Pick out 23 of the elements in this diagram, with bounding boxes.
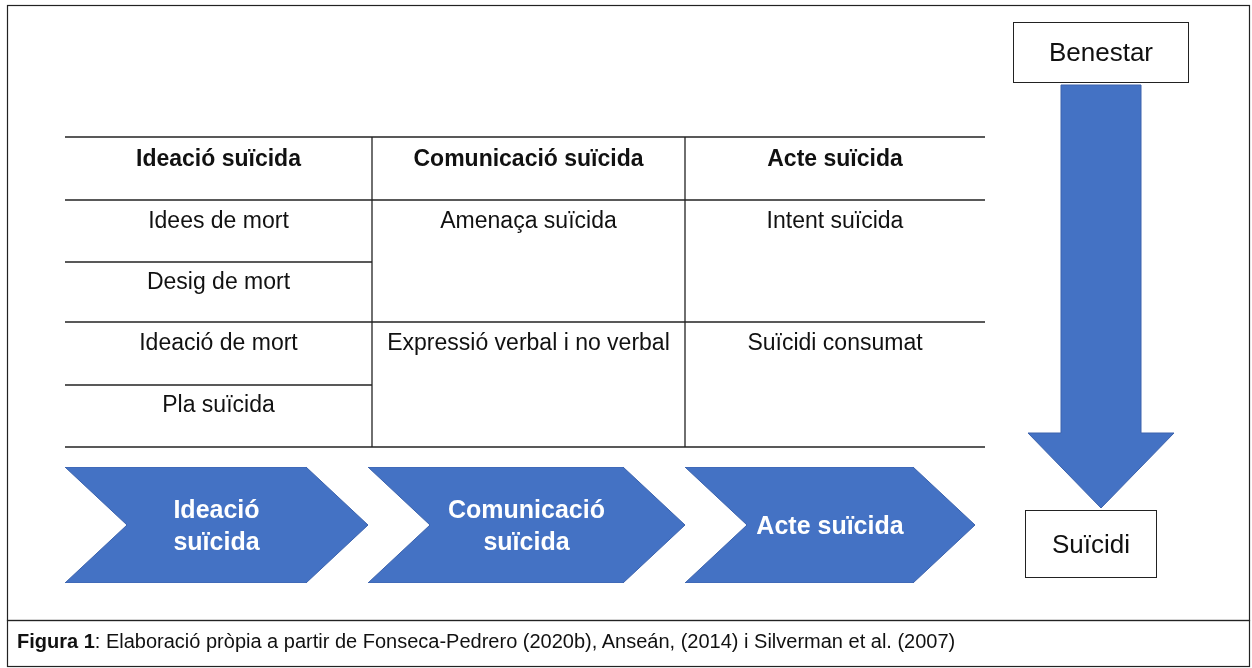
node-label: Benestar — [1048, 37, 1154, 68]
figure-caption: Figura 1: Elaboració pròpia a partir de Fonseca-Pedrero (2020b), Anseán, (2014) i Silverman et al. (2007) — [17, 630, 956, 653]
chevron-step — [685, 467, 975, 583]
table-cell-text: Suïcidi consumat — [746, 328, 924, 357]
table-cell-text: Desig de mort — [145, 267, 292, 296]
column-header: Ideació suïcida — [135, 144, 303, 173]
node-label: Acte suïcida — [756, 509, 904, 541]
state-box — [1025, 510, 1157, 578]
column-header: Acte suïcida — [766, 144, 904, 173]
chevron-step — [65, 467, 368, 583]
table-cell-text: Ideació de mort — [138, 328, 299, 357]
node-label: Suïcidi — [1051, 528, 1130, 560]
chevron-step — [368, 467, 685, 583]
node-label: Comunicació suïcida — [447, 493, 606, 557]
column-header: Comunicació suïcida — [412, 144, 645, 173]
state-box — [1013, 22, 1189, 83]
table-cell-text: Expressió verbal i no verbal — [386, 328, 671, 357]
table-cell-text: Pla suïcida — [161, 390, 276, 419]
table-cell-text: Idees de mort — [147, 206, 290, 235]
node-label: Ideació suïcida — [172, 493, 261, 557]
block-arrow — [1027, 84, 1175, 509]
table-cell-text: Amenaça suïcida — [439, 206, 618, 235]
table-cell-text: Intent suïcida — [765, 206, 905, 235]
